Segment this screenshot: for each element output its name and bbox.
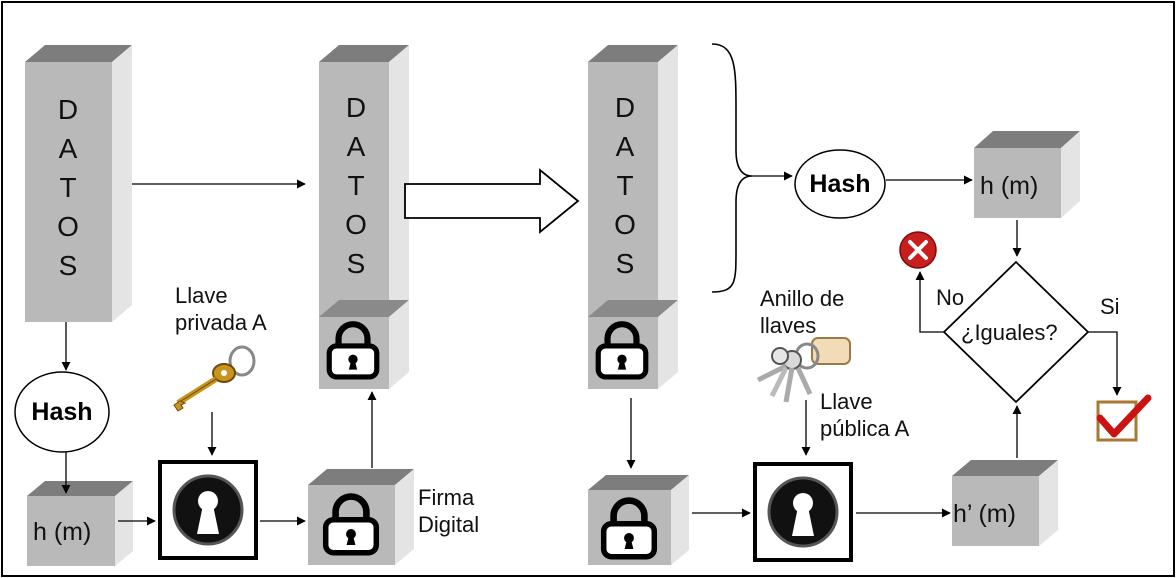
keyhole-icon xyxy=(160,462,256,558)
datos-box-sender xyxy=(25,45,132,322)
hm-label-receiver: h (m) xyxy=(980,172,1039,200)
si-label: Si xyxy=(1100,294,1120,319)
brace xyxy=(711,43,753,293)
hash-oval-receiver xyxy=(794,149,886,219)
transmit-arrow xyxy=(404,168,580,234)
hm-label-sender: h (m) xyxy=(33,518,92,546)
hash-label-sender: Hash xyxy=(31,397,93,426)
hash-oval-sender xyxy=(14,371,110,453)
hm-box-receiver xyxy=(974,131,1080,218)
hm-prime-box xyxy=(952,460,1058,546)
keyring-icon xyxy=(756,337,851,403)
keyhole-icon xyxy=(755,464,851,560)
hash-label-receiver: Hash xyxy=(809,169,871,198)
iguales-label: ¿Iguales? xyxy=(961,320,1058,345)
no-label: No xyxy=(936,285,965,310)
connectors xyxy=(61,171,1122,526)
checkmark-icon xyxy=(1096,394,1152,442)
decision-diamond xyxy=(942,260,1090,404)
error-x-icon xyxy=(899,231,937,269)
key-icon xyxy=(173,345,256,412)
hm-box-sender xyxy=(27,481,133,566)
hm-prime-label: h’ (m) xyxy=(953,500,1016,528)
